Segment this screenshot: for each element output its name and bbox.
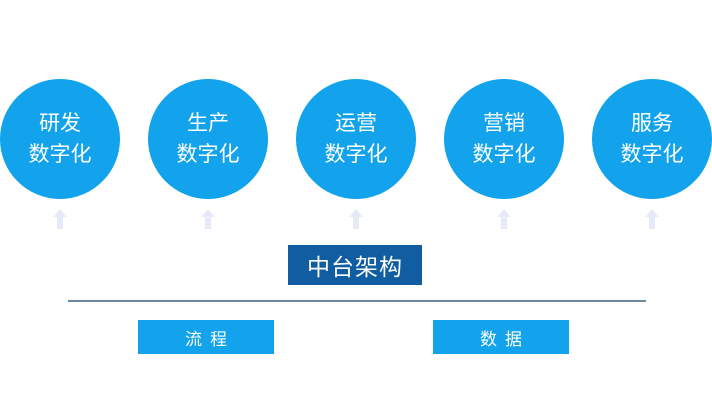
circle-subtitle: 数字化	[28, 142, 92, 166]
circle-title: 研发	[39, 111, 81, 135]
circle-subtitle: 数字化	[176, 142, 240, 166]
circle-subtitle: 数字化	[620, 142, 684, 166]
circle-marketing-digitalization: 营销 数字化	[444, 79, 564, 199]
circle-service-digitalization: 服务 数字化	[592, 79, 712, 199]
circle-title: 营销	[483, 111, 525, 135]
up-arrow-icon	[201, 209, 215, 229]
up-arrow-icon	[645, 209, 659, 229]
divider-line	[68, 300, 646, 302]
circle-title: 生产	[187, 111, 229, 135]
circle-title: 运营	[335, 111, 377, 135]
circle-rd-digitalization: 研发 数字化	[0, 79, 120, 199]
circle-subtitle: 数字化	[472, 142, 536, 166]
circle-production-digitalization: 生产 数字化	[148, 79, 268, 199]
process-label: 流程	[185, 329, 235, 350]
data-box: 数据	[433, 320, 569, 354]
data-label: 数据	[480, 329, 530, 350]
circle-operations-digitalization: 运营 数字化	[296, 79, 416, 199]
up-arrow-icon	[53, 209, 67, 229]
up-arrow-icon	[497, 209, 511, 229]
up-arrow-icon	[349, 209, 363, 229]
process-box: 流程	[138, 320, 274, 354]
core-label-text: 中台架构	[307, 255, 403, 281]
circle-title: 服务	[631, 111, 673, 135]
middle-platform-architecture-label: 中台架构	[288, 245, 422, 285]
circle-subtitle: 数字化	[324, 142, 388, 166]
